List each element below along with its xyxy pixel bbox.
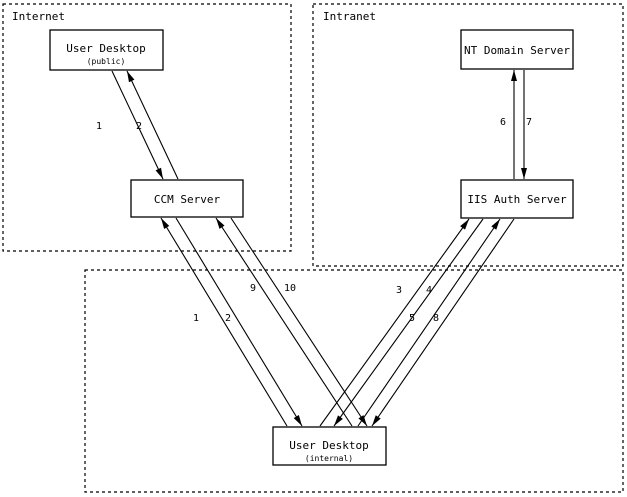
step-2-public: 2 [136,121,142,132]
flow-9-user-desktop-internal-to-ccm-server [215,217,353,427]
flow-2-ccm-server-to-user-desktop-internal [175,217,303,427]
step-6: 6 [500,117,506,128]
step-7: 7 [526,117,532,128]
flow-line [333,218,484,427]
zone-internal-boundary [84,269,624,493]
arrow-head-icon [216,218,225,229]
step-4: 4 [426,285,432,296]
flow-7-nt-domain-server-to-iis-auth-server [521,70,527,179]
arrow-head-icon [521,168,527,179]
flow-line [175,217,303,427]
step-5: 5 [409,313,415,324]
step-10: 10 [284,283,296,294]
node-sublabel-user-desktop-public: (public) [87,57,126,66]
zone-internet-boundary [2,3,292,252]
flow-line [215,217,353,427]
step-3: 3 [396,285,402,296]
node-ccm-server[interactable] [130,179,244,218]
node-label-ccm-server: CCM Server [154,193,221,206]
step-2-internal: 2 [225,313,231,324]
flow-line [126,70,179,180]
flow-2-ccm-server-to-user-desktop-public [126,70,179,180]
arrow-head-icon [460,219,469,230]
node-user-desktop-public[interactable] [49,29,164,71]
flow-line [230,217,368,427]
node-user-desktop-internal[interactable] [272,426,387,466]
node-nt-domain-server[interactable] [460,29,574,70]
zone-label-intranet: Intranet [323,10,376,23]
arrow-head-icon [127,71,135,83]
step-label-group: 1 2 6 7 9 10 1 2 3 4 5 8 [96,117,532,324]
flow-3-user-desktop-internal-to-iis-auth-server [319,218,470,427]
flow-line [371,218,515,427]
node-label-nt-domain-server: NT Domain Server [464,44,570,57]
zone-group [2,3,624,493]
node-label-user-desktop-internal: User Desktop [289,439,368,452]
arrow-head-icon [334,415,343,426]
step-1-internal: 1 [193,313,199,324]
flow-8-iis-auth-server-to-user-desktop-internal [371,218,515,427]
step-9: 9 [250,283,256,294]
flow-5-user-desktop-internal-to-iis-auth-server [357,218,501,427]
step-8: 8 [433,313,439,324]
step-1-public: 1 [96,121,102,132]
node-label-iis-auth-server: IIS Auth Server [467,193,567,206]
arrow-head-icon [293,415,302,426]
flow-line [357,218,501,427]
arrow-head-icon [358,415,367,426]
arrow-head-icon [372,415,381,426]
flow-1-user-desktop-public-to-ccm-server [111,70,164,180]
flow-6-iis-auth-server-to-nt-domain-server [511,70,517,179]
flow-1-user-desktop-internal-to-ccm-server [160,217,288,427]
arrow-head-icon [491,219,500,230]
node-group [49,29,574,466]
node-label-user-desktop-public: User Desktop [66,42,145,55]
flow-connectors [111,70,527,427]
flow-4-iis-auth-server-to-user-desktop-internal [333,218,484,427]
arrow-head-icon [155,167,163,179]
arrow-head-icon [511,70,517,81]
node-sublabel-user-desktop-internal: (internal) [305,454,353,463]
zone-label-internet: Internet [12,10,65,23]
node-iis-auth-server[interactable] [460,179,574,219]
flow-line [111,70,164,180]
flow-10-ccm-server-to-user-desktop-internal [230,217,368,427]
flow-line [160,217,288,427]
arrow-head-icon [161,218,170,229]
flow-line [319,218,470,427]
